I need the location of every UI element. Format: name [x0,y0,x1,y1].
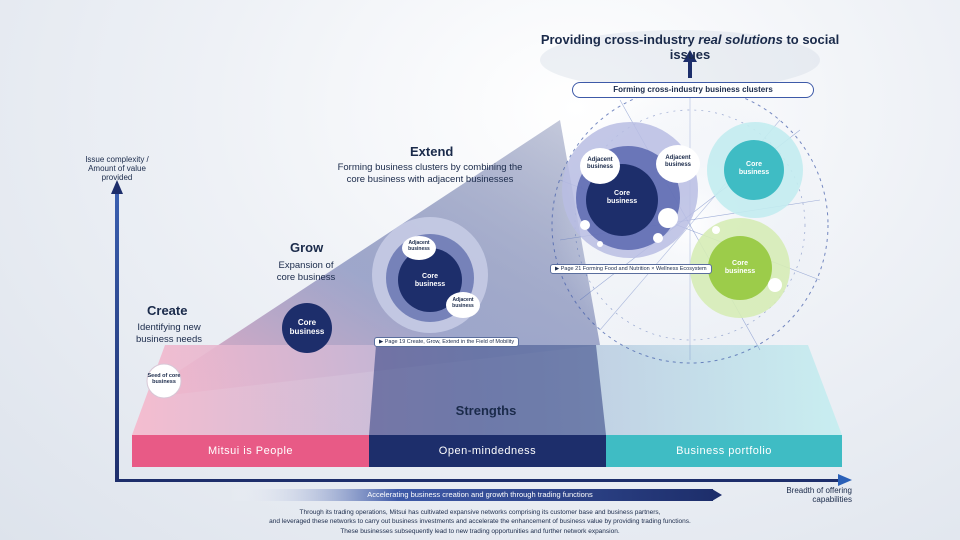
extend-title: Extend [410,144,454,159]
teal-core-label: Core business [738,161,770,177]
seed-label: Seed of core business [147,373,181,386]
footer-line: These businesses subsequently lead to ne… [340,527,620,535]
heading-emphasis: real solutions [698,32,783,47]
platform-mid-block [369,345,606,435]
x-axis [115,479,840,482]
teal-core-circle [724,140,784,200]
strength-open-mindedness: Open-mindedness [438,445,537,457]
cluster-adjacent-left: Adjacent business [580,148,620,184]
extend-page-ref[interactable]: ▶ Page 19 Create, Grow, Extend in the Fi… [374,337,520,347]
strength-mitsui-is-people: Mitsui is People [207,445,294,457]
y-axis-label: Issue complexity / Amount of value provi… [85,155,149,183]
accelerating-label: Accelerating business creation and growt… [367,490,593,499]
create-subtitle: Identifying new business needs [135,322,203,345]
cluster-adjacent-right: Adjacent business [656,145,700,183]
footer-description: Through its trading operations, Mitsui h… [180,508,780,536]
x-axis-arrowhead [838,474,852,486]
clusters-label: Forming cross-industry business clusters [572,82,814,98]
bubble [653,233,663,243]
up-arrow-shaft [688,60,692,78]
grow-subtitle: Expansion of core business [276,260,336,283]
platform-front-teal [606,435,842,467]
grow-core-circle [282,303,332,353]
world-map-shape [540,30,820,90]
cluster-page-ref[interactable]: ▶ Page 21 Forming Food and Nutrition × W… [550,264,712,274]
bubble [768,278,782,292]
grow-core-label: Core business [289,318,325,337]
platform-front-navy [369,435,606,467]
bubble [658,208,678,228]
up-arrow-head [683,50,697,62]
main-heading: Providing cross-industry real solutions … [520,32,860,62]
y-axis-arrowhead [111,180,123,194]
y-axis [115,192,119,482]
extend-adjacent-bottom: Adjacent business [446,292,480,318]
extend-core-label: Core business [414,273,446,289]
cluster-core-label: Core business [606,190,638,206]
heading-suffix: to social issues [669,32,840,62]
grow-title: Grow [290,240,324,255]
x-axis-label: Breadth of offering capabilities [786,486,852,505]
bubble [712,226,720,234]
extend-adjacent-top: Adjacent business [402,236,436,260]
bubble [580,220,590,230]
create-title: Create [147,303,188,318]
footer-line: and leveraged these networks to carry ou… [269,518,691,526]
extend-subtitle: Forming business clusters by combining t… [337,162,523,185]
green-core-circle [708,236,772,300]
seed-circle [146,363,182,399]
heading-prefix: Providing cross-industry [540,32,699,47]
strengths-title: Strengths [455,403,517,418]
accelerating-arrow-bar [228,489,713,501]
bubble [597,241,603,247]
accelerating-arrow-head [712,489,722,501]
platform-front-pink [132,435,369,467]
footer-line: Through its trading operations, Mitsui h… [299,509,661,516]
extend-core-circle [398,248,462,312]
strength-business-portfolio: Business portfolio [676,445,772,457]
green-core-label: Core business [724,260,756,276]
